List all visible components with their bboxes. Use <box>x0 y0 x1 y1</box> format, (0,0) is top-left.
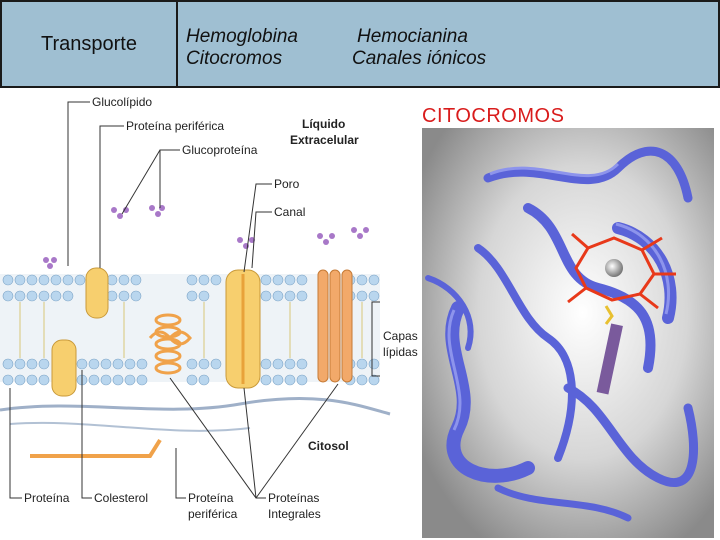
cytochrome-structure-image <box>418 88 720 540</box>
peripheral-protein-strand <box>30 438 162 458</box>
label-poro: Poro <box>274 177 300 191</box>
upper-lipid-heads <box>2 274 380 302</box>
label-extracelular: Extracelular <box>290 133 359 147</box>
header-table: Transporte Hemoglobina Citocromos Hemoci… <box>0 0 720 88</box>
item-hemocianina: Hemocianina <box>357 26 468 47</box>
label-proteina: Proteína <box>24 491 70 505</box>
image-background <box>422 128 714 538</box>
label-glucolipido: Glucolípido <box>92 95 152 109</box>
label-proteina-periferica-1: Proteína <box>188 491 234 505</box>
label-capas: Capas <box>383 329 418 343</box>
protein-ribbon-highlights <box>447 162 671 431</box>
lipid-tails <box>19 302 363 358</box>
beta-strand <box>596 323 623 395</box>
label-proteina-periferica-top: Proteína periférica <box>126 119 224 133</box>
label-citosol: Citosol <box>308 439 349 453</box>
label-canal: Canal <box>274 205 305 219</box>
peripheral-protein-shape <box>85 267 109 319</box>
label-proteinas-integrales-2: Integrales <box>268 507 321 521</box>
cytoskeleton-filament <box>0 396 391 416</box>
item-canales-ionicos: Canales iónicos <box>352 48 487 69</box>
label-proteina-periferica-2: periférica <box>188 507 238 521</box>
cytochrome-title: CITOCROMOS <box>422 105 565 127</box>
alpha-helix-shape <box>154 313 182 375</box>
pore-protein-shape <box>317 269 353 383</box>
label-colesterol: Colesterol <box>94 491 148 505</box>
iron-atom <box>605 259 623 277</box>
label-proteinas-integrales-1: Proteínas <box>268 491 319 505</box>
label-glucoproteina: Glucoproteína <box>182 143 258 157</box>
cell-membrane-diagram: Glucolípido Proteína periférica Glucopro… <box>0 88 418 540</box>
ligand-residue <box>604 305 614 325</box>
label-lipidas: lípidas <box>383 345 418 359</box>
label-liquido: Líquido <box>302 117 345 131</box>
header-label: Transporte <box>41 33 137 55</box>
integral-protein-shape <box>51 339 77 397</box>
item-citocromos: Citocromos <box>186 48 283 69</box>
heme-group <box>567 232 676 310</box>
header-label-cell: Transporte <box>2 2 178 86</box>
item-hemoglobina: Hemoglobina <box>186 26 298 47</box>
label-leader-lines <box>9 101 380 499</box>
